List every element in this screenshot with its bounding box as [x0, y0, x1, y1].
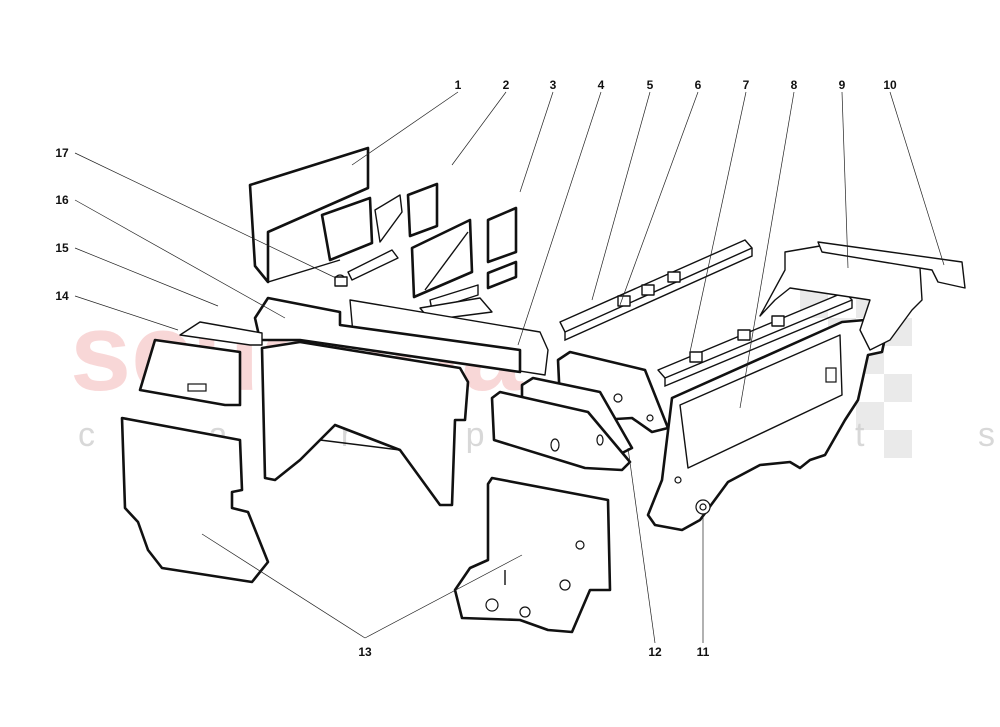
part-6-bracket-clips[interactable]: [617, 271, 681, 307]
part-7-lower-mounting-strip[interactable]: [657, 291, 853, 388]
callout-16[interactable]: 16: [55, 193, 69, 207]
callout-8[interactable]: 8: [791, 78, 798, 92]
callout-11[interactable]: 11: [697, 645, 710, 659]
part-9-upper-rear-panel[interactable]: [759, 245, 923, 351]
callout-6[interactable]: 6: [695, 78, 702, 92]
part-15-left-side-panel[interactable]: [179, 321, 263, 346]
callout-13[interactable]: 13: [358, 645, 372, 659]
callout-12[interactable]: 12: [648, 645, 662, 659]
callout-3[interactable]: 3: [550, 78, 557, 92]
part-11-grommet[interactable]: [695, 499, 711, 515]
leader-lines: [74, 91, 945, 644]
callout-4[interactable]: 4: [598, 78, 605, 92]
callout-10[interactable]: 10: [883, 78, 897, 92]
part-3-small-blocks[interactable]: [486, 206, 518, 290]
part-1-back-insulation-panel[interactable]: [248, 146, 370, 284]
part-8-right-side-panel[interactable]: [646, 318, 887, 532]
callout-labels: 1 2 3 4 5 6 7 8 9 10 11 12 13 14 15 16 1…: [55, 78, 897, 659]
part-5-mounting-strip[interactable]: [559, 239, 753, 342]
callout-2[interactable]: 2: [503, 78, 510, 92]
part-17-clip[interactable]: [334, 276, 348, 287]
part-2-wedge-pieces[interactable]: [320, 182, 493, 321]
part-10-upper-strip[interactable]: [817, 241, 966, 289]
callout-7[interactable]: 7: [743, 78, 750, 92]
part-13-floor-panel-left[interactable]: [120, 416, 270, 584]
callout-1[interactable]: 1: [455, 78, 462, 92]
callout-17[interactable]: 17: [55, 146, 69, 160]
callout-14[interactable]: 14: [55, 289, 69, 303]
part-14-left-lower-panel[interactable]: [138, 338, 242, 407]
part-16-center-upper-panel[interactable]: [253, 296, 522, 374]
part-12-side-panel-lower[interactable]: [490, 376, 634, 472]
part-16-center-tunnel-panel[interactable]: [260, 340, 470, 507]
callout-9[interactable]: 9: [839, 78, 846, 92]
callout-5[interactable]: 5: [647, 78, 654, 92]
part-13-floor-panel-right[interactable]: [453, 476, 612, 634]
callout-15[interactable]: 15: [55, 241, 69, 255]
